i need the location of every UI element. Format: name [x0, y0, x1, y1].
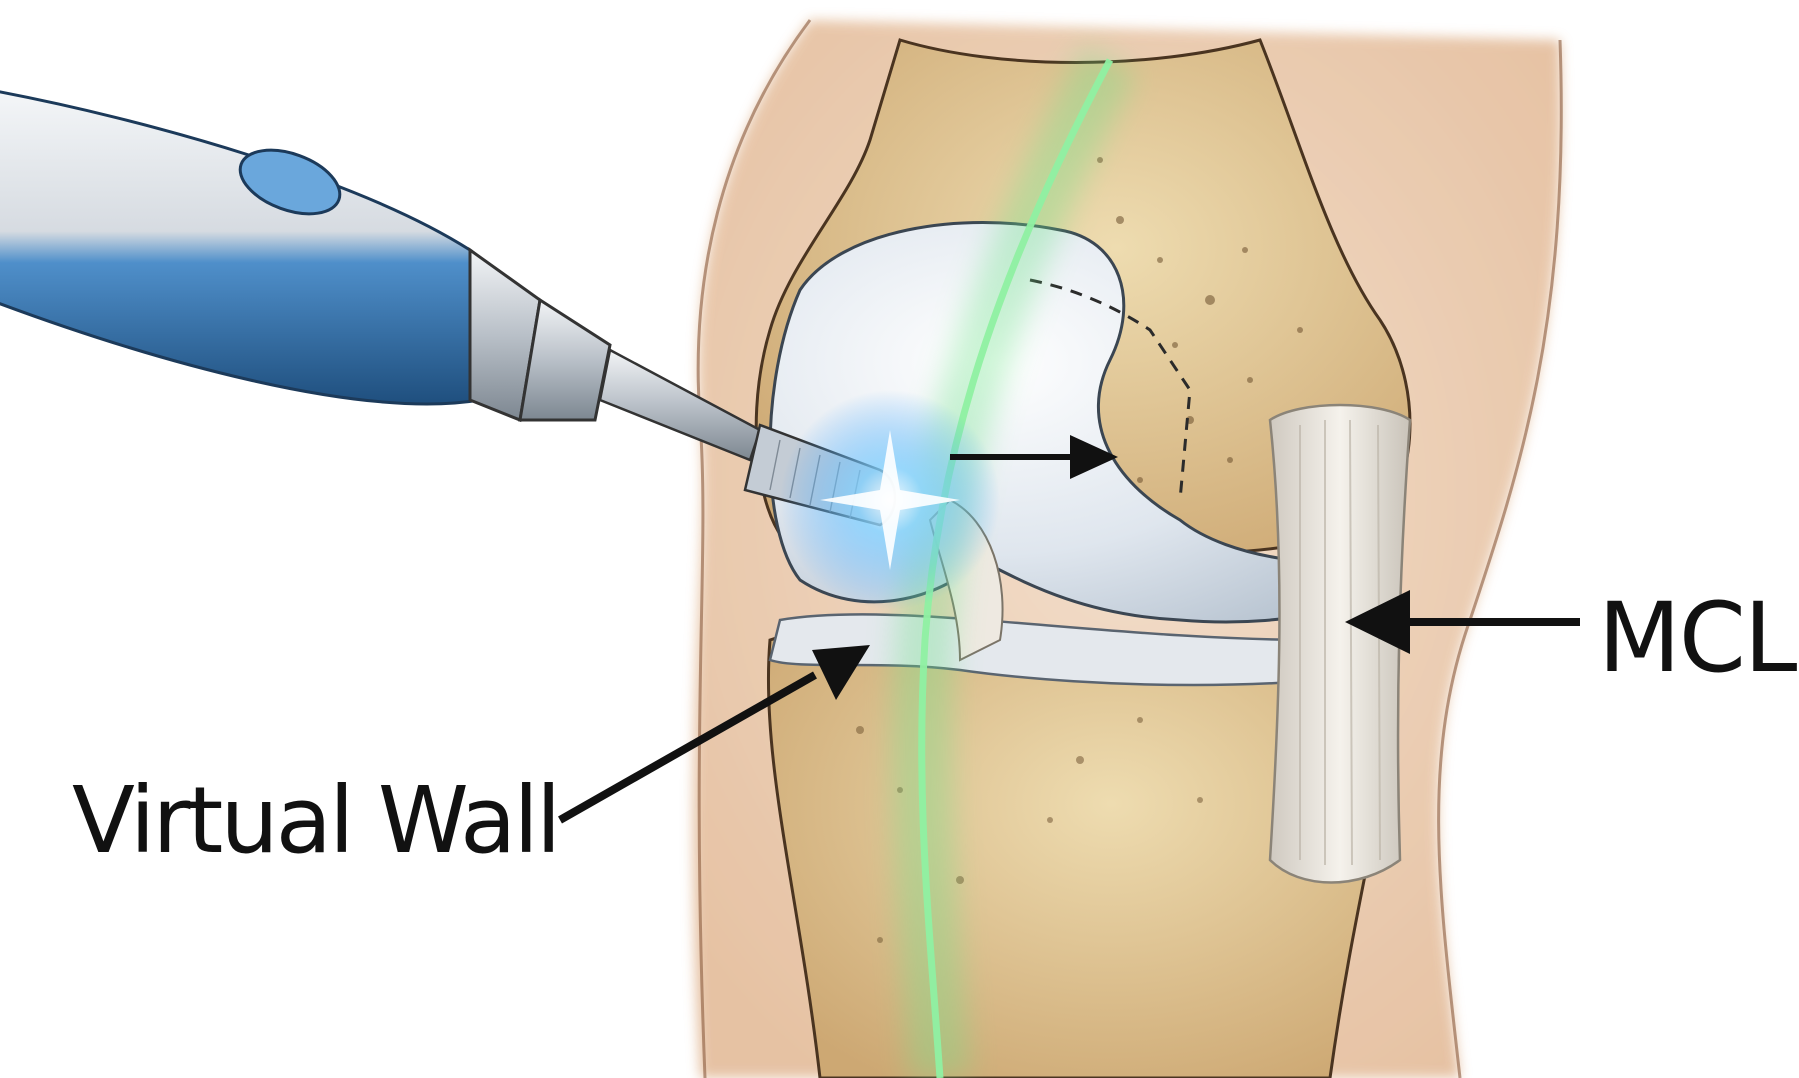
mcl-label: MCL — [1598, 590, 1795, 686]
mcl-ligament — [1270, 405, 1410, 883]
blue-energy-spark-icon — [780, 390, 1000, 610]
virtual-wall-label: Virtual Wall — [72, 775, 558, 867]
